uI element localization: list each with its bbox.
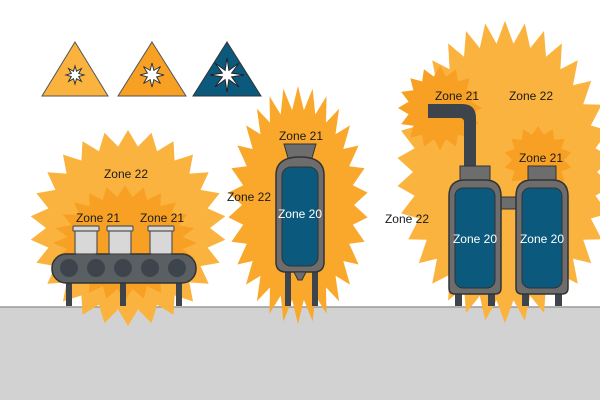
tanks-zone22-outer-label: Zone 22 bbox=[385, 212, 429, 226]
zone21-warning-icon bbox=[117, 41, 187, 97]
conveyor-belt bbox=[51, 225, 197, 306]
tank-right-zone20-label: Zone 20 bbox=[520, 232, 564, 246]
zone22-warning-icon bbox=[41, 41, 109, 97]
zone20-warning-icon bbox=[192, 41, 262, 97]
silo-zone22-label: Zone 22 bbox=[227, 190, 271, 204]
floor bbox=[0, 307, 600, 400]
tanks bbox=[428, 104, 569, 306]
tank-left-zone20-label: Zone 20 bbox=[453, 232, 497, 246]
silo bbox=[275, 143, 325, 306]
conveyor-zone22-label: Zone 22 bbox=[104, 167, 148, 181]
conveyor-zone21-left-label: Zone 21 bbox=[76, 211, 120, 225]
conveyor-zone21-right-label: Zone 21 bbox=[140, 211, 184, 225]
tank-zone21-label: Zone 21 bbox=[519, 151, 563, 165]
tanks-zone22-inner-label: Zone 22 bbox=[509, 89, 553, 103]
silo-zone20-label: Zone 20 bbox=[278, 207, 322, 221]
silo-zone21-label: Zone 21 bbox=[279, 129, 323, 143]
container bbox=[72, 225, 175, 255]
pipe-zone21-label: Zone 21 bbox=[435, 89, 479, 103]
